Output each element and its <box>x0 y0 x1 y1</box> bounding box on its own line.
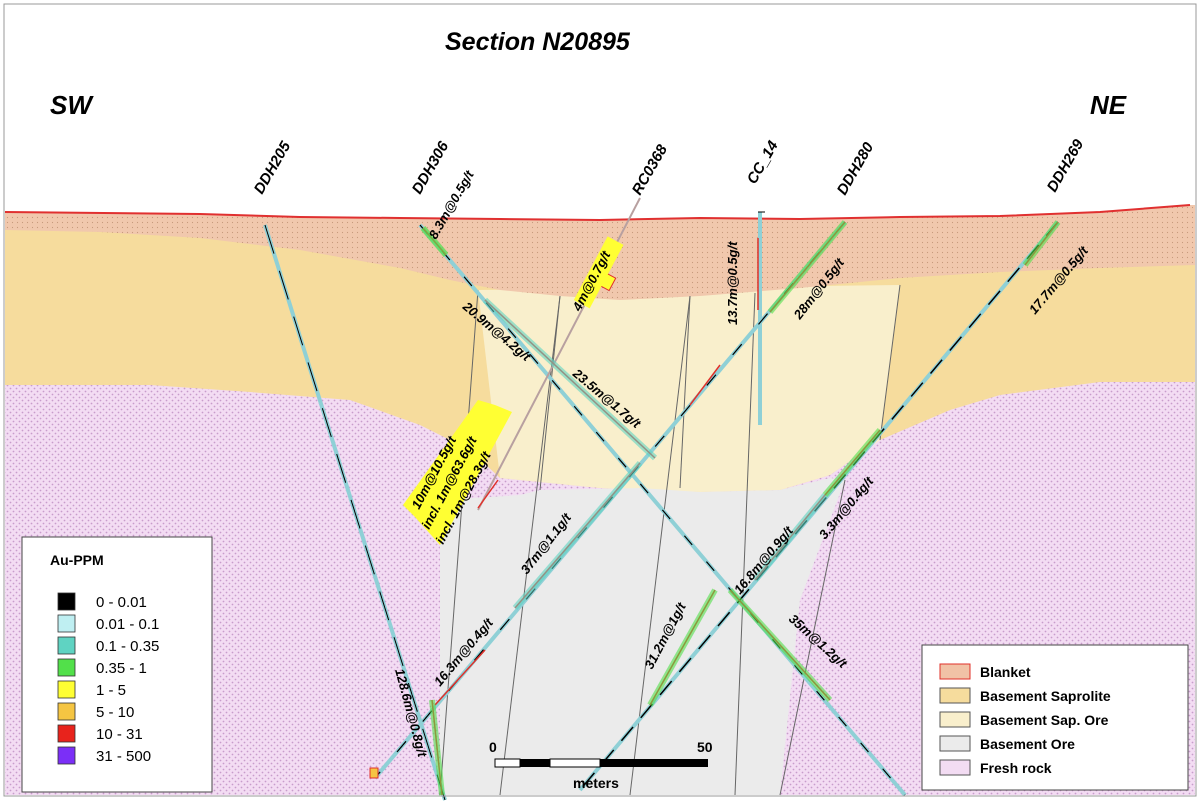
scale-seg-white <box>494 758 521 768</box>
au-legend-swatch <box>57 658 76 677</box>
au-legend-label: 1 - 5 <box>96 682 126 699</box>
intercept-label: 13.7m@0.5g/t <box>725 241 740 325</box>
au-legend-label: 5 - 10 <box>96 704 134 721</box>
unit-legend-label: Basement Sap. Ore <box>980 712 1109 728</box>
intercept-strips <box>420 220 1061 796</box>
au-ppm-legend: Au-PPM 0 - 0.01 0.01 - 0.1 0.1 - 0.35 0.35 … <box>21 536 213 793</box>
intercept-highlight <box>573 236 624 309</box>
unit-legend-swatch <box>939 759 971 776</box>
topography-line <box>4 204 1191 222</box>
scale-seg-black <box>600 759 708 767</box>
trace-ddh306-core <box>419 224 906 796</box>
unit-legend-label: Fresh rock <box>980 760 1052 776</box>
au-legend-swatch <box>57 680 76 699</box>
unit-legend-swatch <box>939 663 971 680</box>
au-legend-swatch <box>57 592 76 611</box>
figure-border <box>3 3 1197 797</box>
unit-legend-swatch <box>939 735 971 752</box>
ddh306-small-red-interval <box>369 767 379 779</box>
scale-end-label: 50 <box>697 739 713 755</box>
unit-legend-label: Blanket <box>980 664 1031 680</box>
au-legend-box <box>21 536 213 793</box>
au-legend-label: 0.01 - 0.1 <box>96 616 159 633</box>
au-legend-label: 31 - 500 <box>96 748 151 765</box>
trace-ddh205-core <box>264 224 446 801</box>
intercept-highlight <box>403 400 512 545</box>
au-legend-swatch <box>57 702 76 721</box>
unit-legend-label: Basement Saprolite <box>980 688 1111 704</box>
scale-seg-white <box>549 758 601 768</box>
au-legend-label: 0.35 - 1 <box>96 660 147 677</box>
unit-legend-label: Basement Ore <box>980 736 1075 752</box>
au-legend-items: 0 - 0.01 0.01 - 0.1 0.1 - 0.35 0.35 - 1 1 - … <box>57 592 159 765</box>
basement-sap-ore-unit <box>478 285 900 492</box>
unit-legend-swatch <box>939 687 971 704</box>
direction-ne: NE <box>1090 90 1127 120</box>
au-legend-swatch <box>57 724 76 743</box>
au-legend-label: 0.1 - 0.35 <box>96 638 159 655</box>
section-title: Section N20895 <box>445 28 631 56</box>
au-legend-label: 10 - 31 <box>96 726 143 743</box>
scale-bar: 0 50 meters <box>489 739 713 791</box>
au-legend-title: Au-PPM <box>50 552 104 568</box>
au-legend-swatch <box>57 746 76 765</box>
au-legend-swatch <box>57 636 76 655</box>
basement-ore-unit <box>440 478 845 795</box>
scale-unit-label: meters <box>573 775 619 791</box>
direction-sw: SW <box>50 90 94 120</box>
unit-legend-swatch <box>939 711 971 728</box>
scale-start-label: 0 <box>489 739 497 755</box>
au-legend-swatch <box>57 614 76 633</box>
au-legend-label: 0 - 0.01 <box>96 594 147 611</box>
scale-seg-black <box>520 759 550 767</box>
